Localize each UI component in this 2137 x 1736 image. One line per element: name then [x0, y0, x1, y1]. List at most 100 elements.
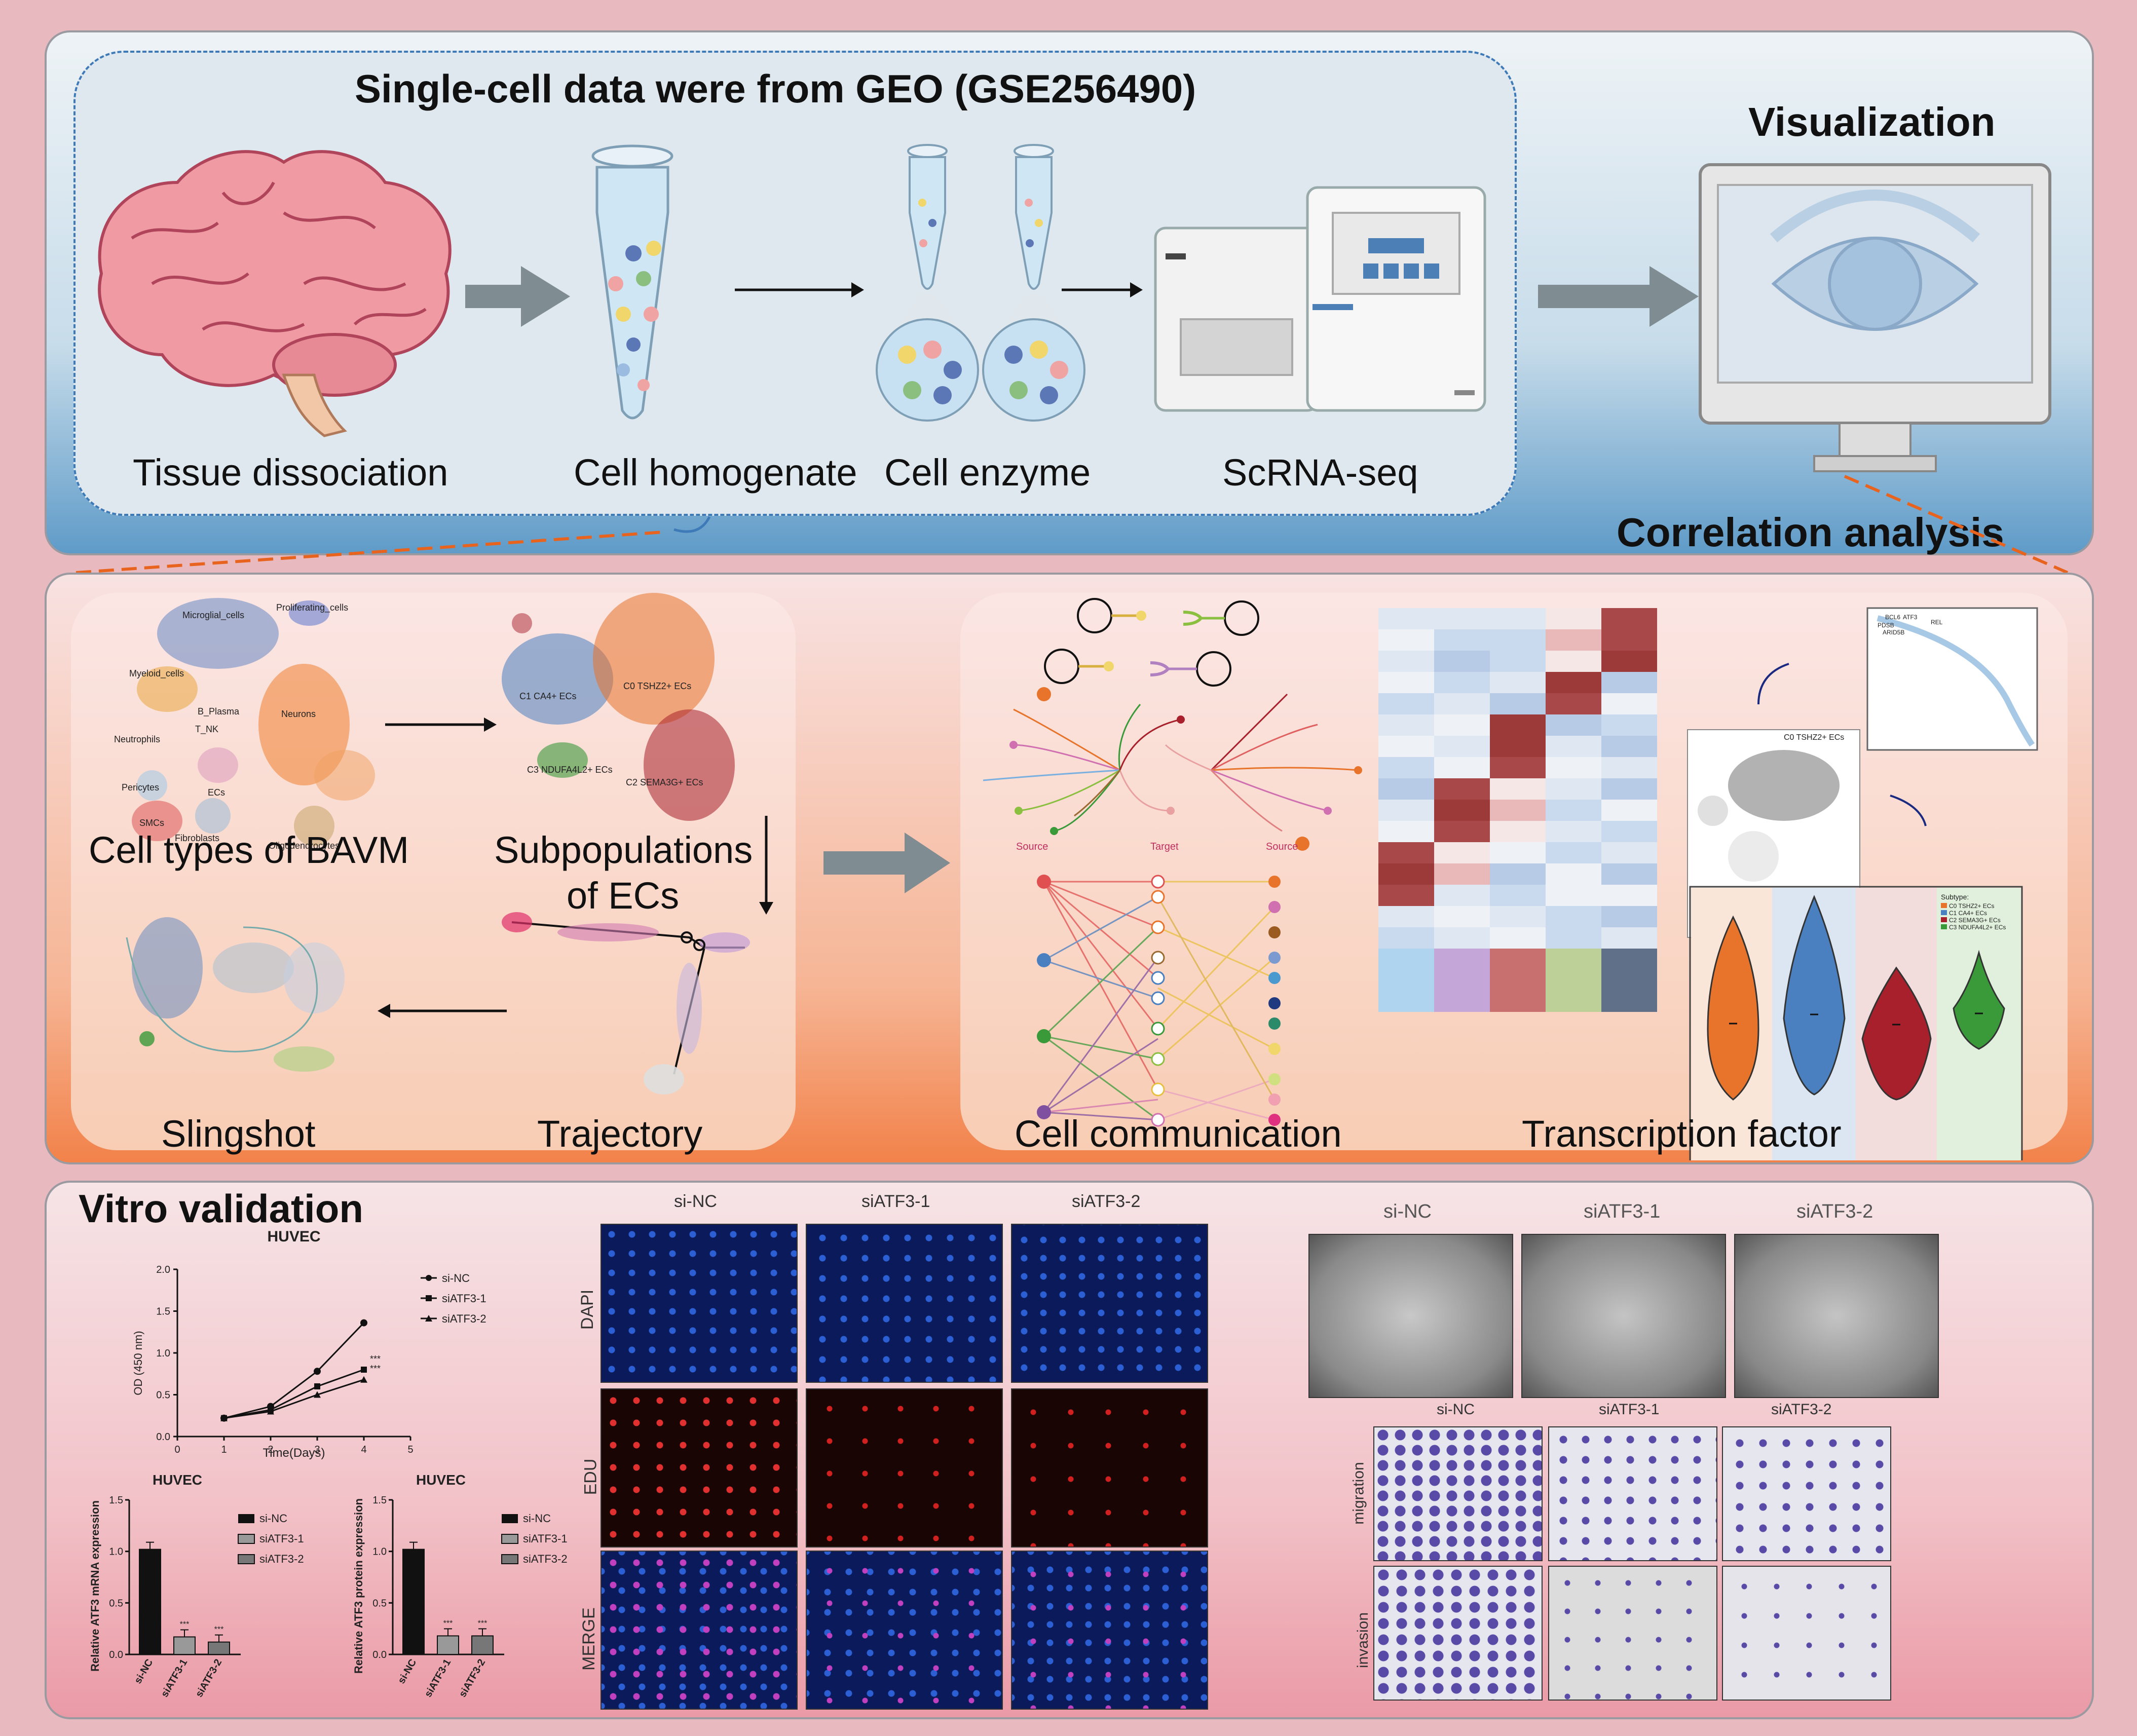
- wound-si-nc: [1308, 1234, 1513, 1398]
- transwell-migration-siatf3-2: [1722, 1426, 1891, 1561]
- heatmap-cell: [1546, 736, 1601, 757]
- big-arrow-middle: [823, 833, 950, 893]
- bar: [471, 1635, 494, 1655]
- svg-text:C0 TSHZ2+ ECs: C0 TSHZ2+ ECs: [1784, 733, 1844, 742]
- heatmap-cell: [1434, 906, 1490, 927]
- svg-text:ECs: ECs: [208, 787, 225, 798]
- bar-significance: ***: [443, 1619, 453, 1628]
- svg-text:C1 CA4+ ECs: C1 CA4+ ECs: [1949, 910, 1987, 917]
- heatmap-cell: [1601, 778, 1657, 800]
- bar-ytick-label: 0.5: [372, 1598, 387, 1609]
- heatmap-cell: [1546, 800, 1601, 821]
- line-chart-ytick-label: 0.0: [156, 1431, 170, 1443]
- svg-text:Neutrophils: Neutrophils: [114, 734, 160, 744]
- heatmap-cell: [1434, 736, 1490, 757]
- legend-si-nc: si-NC: [442, 1272, 470, 1285]
- heatmap-cell: [1434, 800, 1490, 821]
- bar-protein-ylabel: Relative ATF3 protein expression: [352, 1498, 365, 1674]
- sequencer-icon: [1154, 186, 1486, 412]
- bar-ytick-label: 0.0: [372, 1649, 387, 1660]
- heatmap-cell: [1378, 821, 1434, 842]
- bar-significance: ***: [180, 1620, 190, 1629]
- heatmap-cell: [1601, 714, 1657, 736]
- dashed-right: [1844, 475, 2069, 573]
- heatmap-cell: [1601, 672, 1657, 693]
- heatmap-cell: [1490, 778, 1546, 800]
- heatmap-cell: [1546, 651, 1601, 672]
- fan-plot-right: [1165, 693, 1362, 851]
- heatmap-cell: [1490, 821, 1546, 842]
- caption-cell-types: Cell types of BAVM: [89, 829, 409, 871]
- heatmap-cell: [1546, 608, 1601, 629]
- wound-col-2: siATF3-2: [1796, 1201, 1873, 1222]
- bar-mrna-legend: si-NC siATF3-1 siATF3-2: [238, 1512, 304, 1565]
- svg-text:Neurons: Neurons: [281, 709, 316, 719]
- line-chart-xtick-label: 0: [174, 1444, 180, 1455]
- step-homogenate: Cell homogenate: [574, 451, 857, 494]
- wound-siatf3-2: [1734, 1234, 1939, 1398]
- transwell-invasion-siatf3-2: [1722, 1566, 1891, 1701]
- svg-text:Myeloid_cells: Myeloid_cells: [129, 668, 184, 679]
- heatmap-cell: [1546, 778, 1601, 800]
- line-chart: HUVEC OD (450 nm) Time(Days) 0.00.51.01.…: [132, 1228, 486, 1460]
- svg-text:ATF3: ATF3: [1903, 614, 1918, 621]
- heatmap-cell: [1601, 842, 1657, 863]
- ligand-receptor-icons: [1044, 598, 1259, 687]
- bar-category-label: siATF3-1: [423, 1657, 454, 1700]
- heatmap-cell: [1546, 927, 1601, 949]
- line-chart-ytick-label: 0.5: [156, 1390, 170, 1401]
- line-series-2: [223, 1379, 364, 1419]
- edu-row-1: EDU: [581, 1458, 601, 1495]
- edu-edu-si-nc: [601, 1388, 798, 1548]
- line-series-0: [223, 1322, 365, 1419]
- heatmap-annotation-cell: [1546, 949, 1601, 1012]
- tube-icon: [591, 144, 673, 420]
- heatmap-cell: [1378, 778, 1434, 800]
- svg-text:Microglial_cells: Microglial_cells: [182, 610, 244, 621]
- line-chart-ytick-label: 2.0: [156, 1264, 170, 1275]
- heatmap-cell: [1378, 672, 1434, 693]
- line-point: [314, 1368, 321, 1375]
- heatmap-cell: [1434, 714, 1490, 736]
- edu-merge-siatf3-2: [1011, 1551, 1208, 1710]
- bar-protein-title: HUVEC: [416, 1472, 466, 1488]
- heatmap-annotation-cell: [1490, 949, 1546, 1012]
- step-enzyme: Cell enzyme: [884, 451, 1091, 494]
- line-point: [360, 1376, 367, 1383]
- heatmap-cell: [1546, 714, 1601, 736]
- visualization-label: Visualization: [1748, 99, 1996, 144]
- caption-subpop-1: Subpopulations: [494, 829, 753, 871]
- heatmap-cell: [1378, 736, 1434, 757]
- line-point: [361, 1367, 367, 1373]
- line-chart-xtick-label: 5: [407, 1444, 413, 1455]
- heatmap-cell: [1490, 629, 1546, 651]
- heatmap-cell: [1434, 693, 1490, 714]
- umap-cell-types: Microglial_cells Proliferating_cells Mye…: [114, 598, 375, 851]
- bar-category-label: siATF3-2: [194, 1657, 224, 1700]
- transwell-col-0: si-NC: [1437, 1401, 1475, 1418]
- heatmap-cell: [1434, 608, 1490, 629]
- svg-text:T_NK: T_NK: [195, 724, 218, 735]
- bar-protein-legend-0: si-NC: [523, 1512, 551, 1525]
- bar-protein-legend-1: siATF3-1: [523, 1532, 568, 1545]
- heatmap-annotation-cell: [1434, 949, 1490, 1012]
- step-tissue: Tissue dissociation: [133, 451, 448, 494]
- heatmap-cell: [1601, 885, 1657, 906]
- tf-heatmap: [1378, 608, 1657, 1012]
- edu-merge-siatf3-1: [806, 1551, 1003, 1710]
- wound-siatf3-1: [1521, 1234, 1726, 1398]
- heatmap-cell: [1434, 885, 1490, 906]
- wound-col-1: siATF3-1: [1584, 1201, 1661, 1222]
- comm-source-left: Source: [1016, 841, 1048, 852]
- heatmap-cell: [1434, 629, 1490, 651]
- svg-text:BCL6: BCL6: [1885, 614, 1900, 621]
- heatmap-annotation-cell: [1378, 949, 1434, 1012]
- bar-ytick-label: 1.0: [109, 1546, 123, 1558]
- bar-ytick-label: 1.5: [109, 1495, 123, 1506]
- line-chart-ytick-label: 1.5: [156, 1306, 170, 1317]
- transwell-invasion-si-nc: [1373, 1566, 1543, 1701]
- heatmap-cell: [1378, 651, 1434, 672]
- svg-text:REL: REL: [1931, 619, 1943, 626]
- legend-siatf3-2: siATF3-2: [442, 1312, 486, 1325]
- edu-dapi-siatf3-1: [806, 1224, 1003, 1383]
